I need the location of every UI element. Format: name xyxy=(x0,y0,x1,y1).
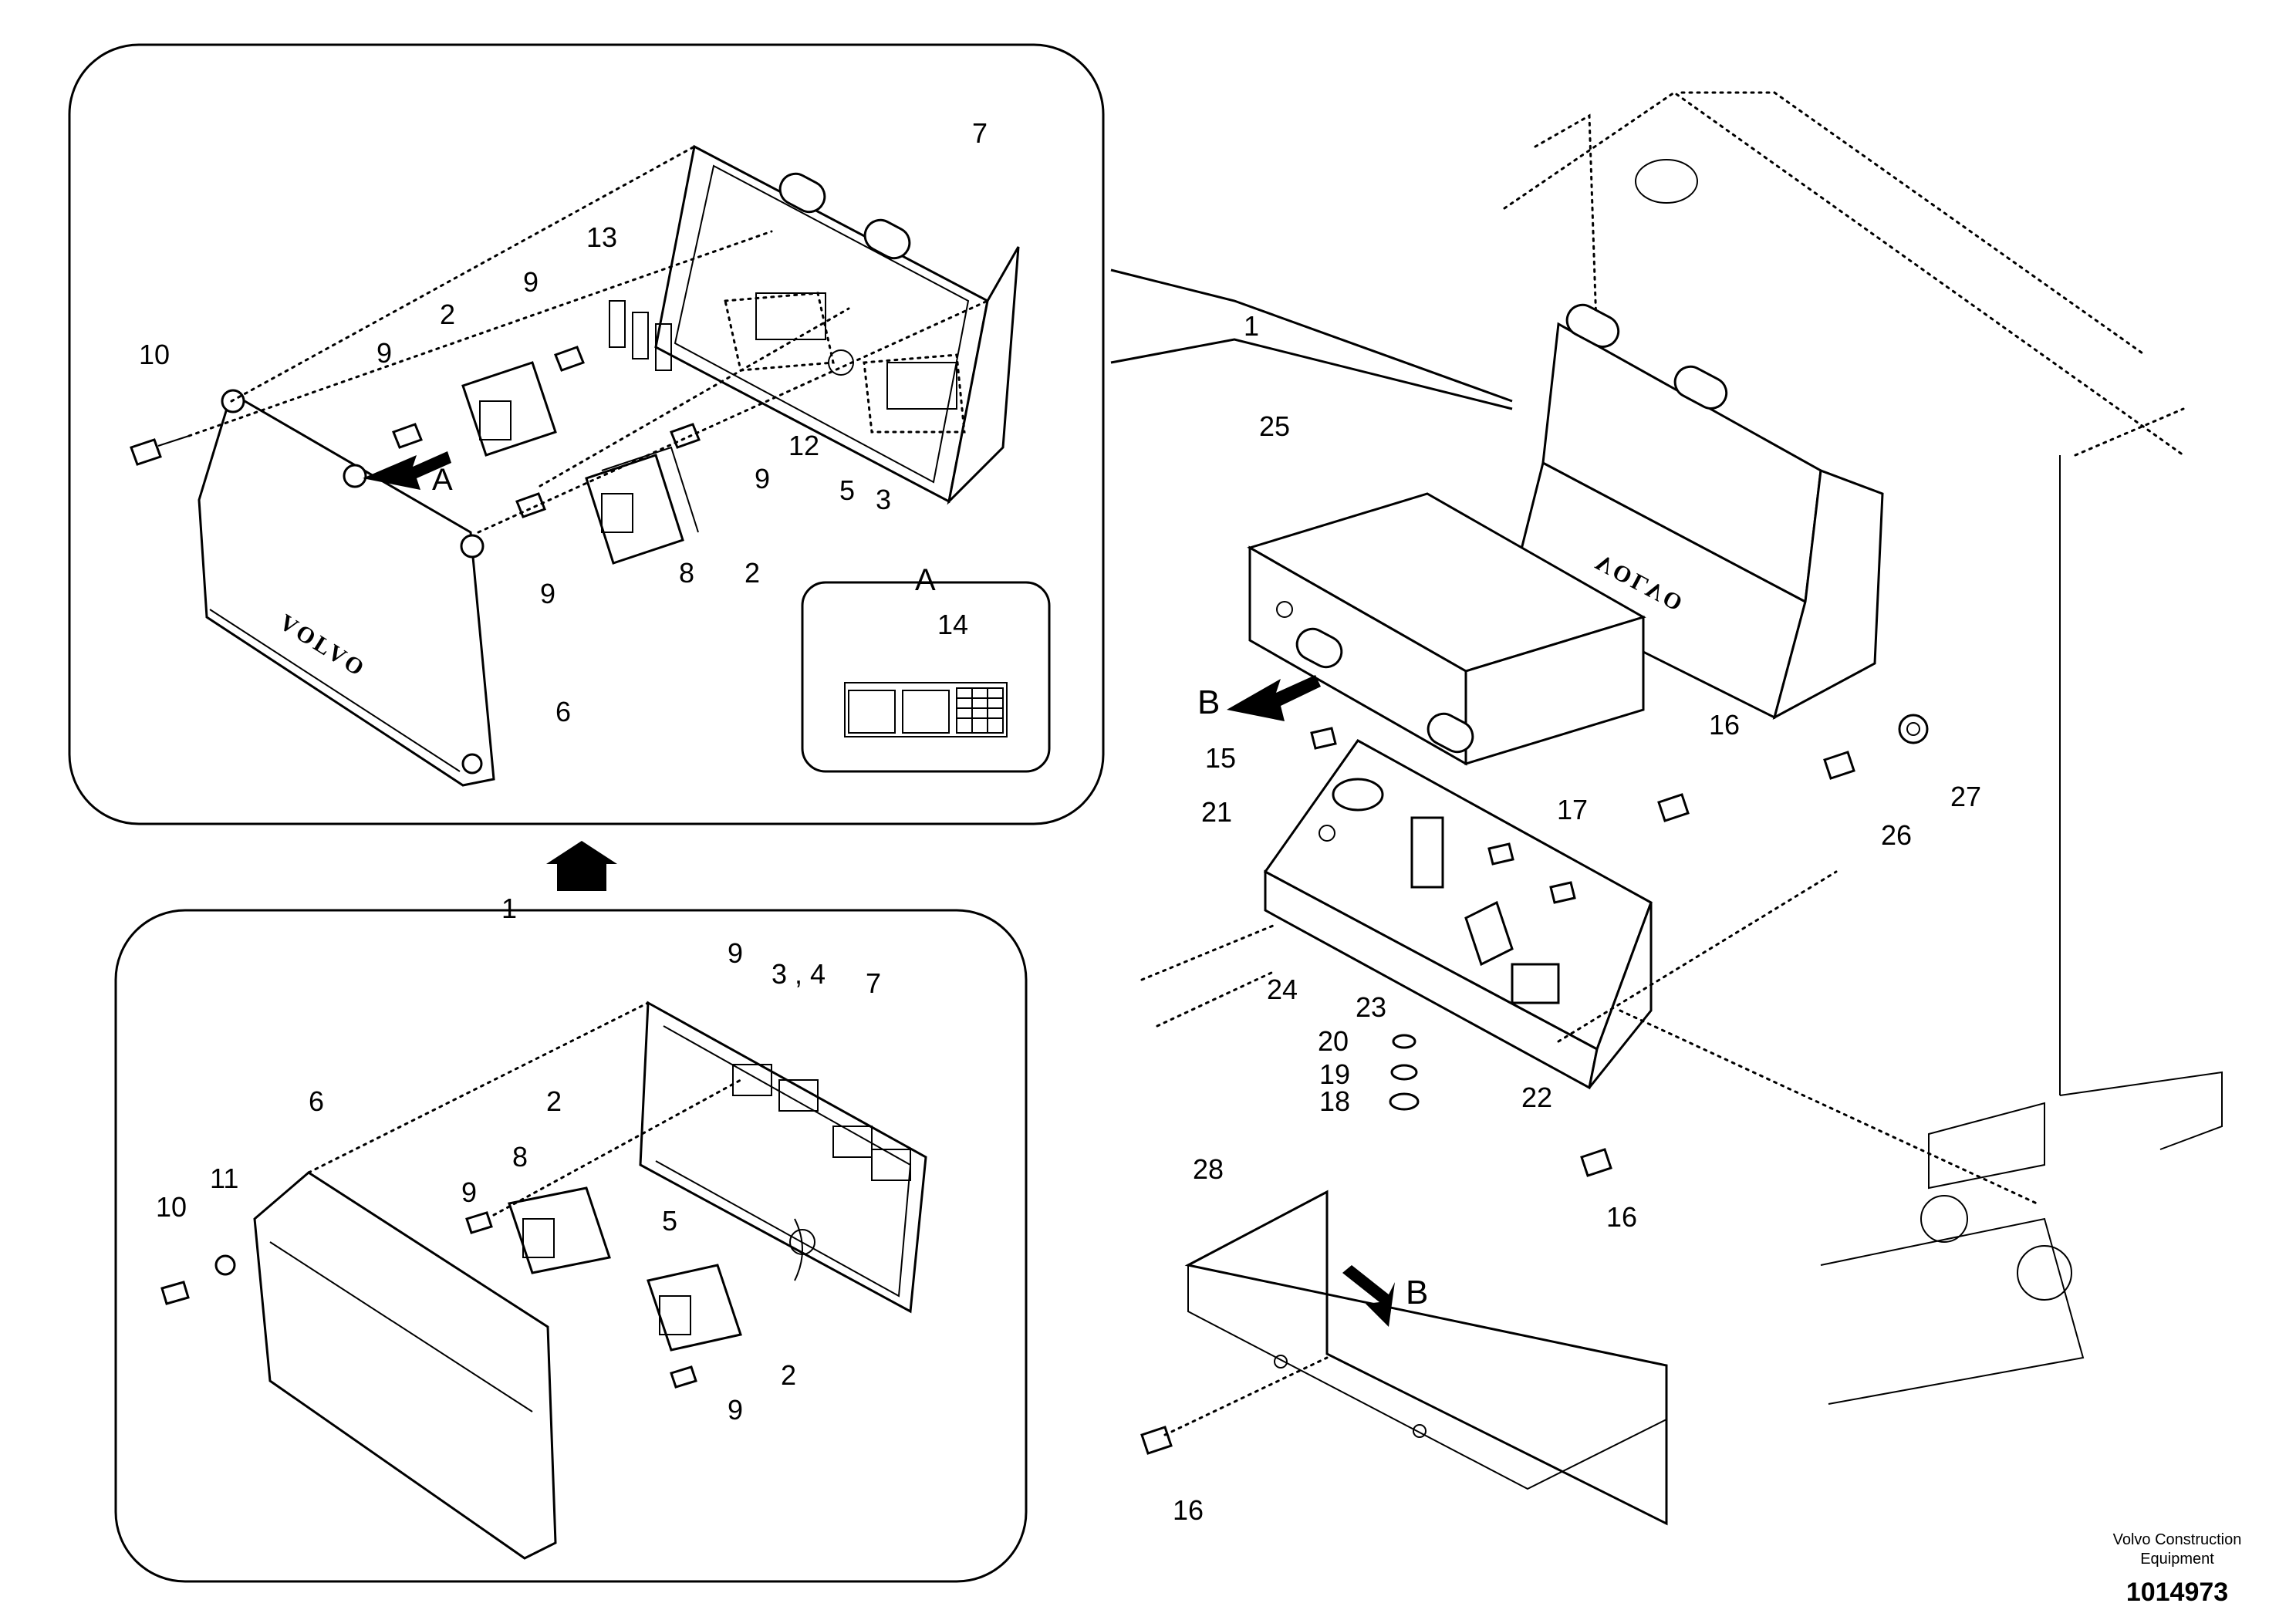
machine-frame xyxy=(1503,91,2223,1405)
callout-3-4: 3 , 4 xyxy=(772,958,826,990)
callout-9: 9 xyxy=(461,1176,477,1208)
view-a-arrow xyxy=(363,451,451,490)
view-a-label: A xyxy=(432,463,453,497)
callout-6: 6 xyxy=(555,696,571,727)
callout-13: 13 xyxy=(586,221,617,253)
callout-6: 6 xyxy=(309,1085,324,1117)
callout-17: 17 xyxy=(1557,794,1588,825)
callout-18: 18 xyxy=(1319,1085,1350,1117)
publisher-line-2: Equipment xyxy=(2140,1551,2214,1568)
callout-9: 9 xyxy=(728,937,743,969)
view-marker-labels: A A B B xyxy=(432,463,1428,1311)
callout-2: 2 xyxy=(781,1359,796,1391)
callout-9: 9 xyxy=(523,266,539,298)
callout-3: 3 xyxy=(876,484,891,515)
callout-10: 10 xyxy=(156,1191,187,1223)
callout-9: 9 xyxy=(376,337,392,369)
callout-20: 20 xyxy=(1318,1025,1349,1057)
decal-14 xyxy=(844,682,1008,737)
screws-top xyxy=(130,346,701,518)
detail-a-panel xyxy=(801,581,1051,773)
cover-bottom xyxy=(253,1171,557,1560)
callout-2: 2 xyxy=(546,1085,562,1117)
bottom-detail-panel xyxy=(114,909,1028,1583)
callout-2: 2 xyxy=(745,557,760,589)
callout-23: 23 xyxy=(1356,991,1386,1023)
view-b-label-top: B xyxy=(1197,683,1220,721)
callout-24: 24 xyxy=(1267,974,1298,1005)
callout-21: 21 xyxy=(1201,796,1232,828)
callout-9: 9 xyxy=(728,1394,743,1426)
cover-28 xyxy=(1184,1190,1668,1526)
control-box-installed: VOLVO xyxy=(1511,303,1884,720)
cover-top: VOLVO xyxy=(198,389,495,787)
callout-14: 14 xyxy=(937,609,968,640)
callout-9: 9 xyxy=(755,463,770,494)
callout-2: 2 xyxy=(440,299,455,330)
callout-26: 26 xyxy=(1881,819,1912,851)
screws-bottom xyxy=(160,1211,697,1389)
detail-a-title: A xyxy=(915,563,936,597)
callout-28: 28 xyxy=(1193,1153,1224,1185)
relay-top-upper xyxy=(461,361,557,457)
up-arrow xyxy=(546,841,617,891)
view-b-arrow-top xyxy=(1227,675,1321,721)
callout-16: 16 xyxy=(1173,1494,1204,1526)
callout-7: 7 xyxy=(866,967,881,999)
top-detail-panel xyxy=(68,43,1105,825)
callout-27: 27 xyxy=(1950,781,1981,812)
publisher-line-1: Volvo Construction xyxy=(2113,1531,2242,1548)
bolts-right xyxy=(1140,714,1929,1455)
control-box-bottom xyxy=(639,1001,927,1314)
callout-7: 7 xyxy=(972,117,988,149)
callout-12: 12 xyxy=(788,430,819,461)
callout-8: 8 xyxy=(679,557,694,589)
view-b-label-bottom: B xyxy=(1406,1274,1428,1311)
mounting-bracket-24 xyxy=(1263,739,1653,1090)
callout-11: 11 xyxy=(210,1163,238,1194)
view-b-arrow-bottom xyxy=(1342,1265,1395,1327)
relay-box-25 xyxy=(1247,492,1646,766)
callout-labels: 1 1 2 2 2 2 3 3 , 4 5 5 6 6 7 7 8 8 9 9 … xyxy=(139,117,1981,1526)
title-block: Volvo Construction Equipment 1014973 xyxy=(2113,1531,2242,1607)
callout-16: 16 xyxy=(1709,709,1740,741)
terminals-13 xyxy=(609,300,672,371)
callout-8: 8 xyxy=(512,1141,528,1173)
callout-1: 1 xyxy=(1244,310,1259,342)
relays-bottom xyxy=(508,1186,742,1352)
callout-9: 9 xyxy=(540,578,555,609)
callout-5: 5 xyxy=(662,1205,677,1237)
callout-25: 25 xyxy=(1259,410,1290,442)
callout-10: 10 xyxy=(139,339,170,370)
callout-1: 1 xyxy=(501,893,517,924)
callout-22: 22 xyxy=(1521,1082,1552,1113)
drawing-number: 1014973 xyxy=(2126,1578,2228,1607)
callout-15: 15 xyxy=(1205,742,1236,774)
control-box-top xyxy=(654,144,1020,505)
callout-16: 16 xyxy=(1606,1201,1637,1233)
callout-19: 19 xyxy=(1319,1058,1350,1090)
callout-5: 5 xyxy=(839,474,855,506)
relay-top-lower xyxy=(585,446,699,565)
